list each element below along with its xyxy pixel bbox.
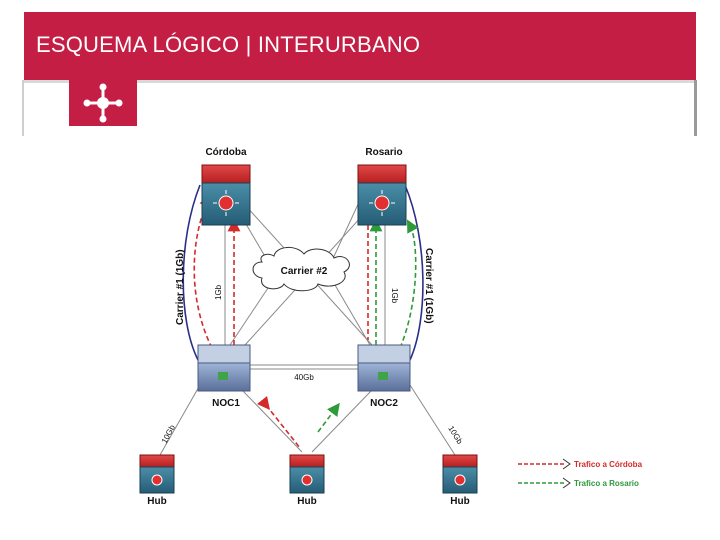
noc1-router: NOC1 xyxy=(197,344,251,409)
link-left-1gb-label: 1Gb xyxy=(214,284,223,300)
legend: Trafico a Córdoba Trafico a Rosario xyxy=(518,458,643,489)
noc2-router: NOC2 xyxy=(357,344,411,409)
rosario-switch: Rosario xyxy=(357,147,407,226)
right-shadow xyxy=(694,80,697,136)
header-shadow xyxy=(24,80,696,83)
link-right-1gb-label: 1Gb xyxy=(390,288,399,304)
page-title: ESQUEMA LÓGICO | INTERURBANO xyxy=(36,32,421,57)
green-traffic-paths xyxy=(317,218,419,433)
rosario-label: Rosario xyxy=(365,147,402,158)
cordoba-label: Córdoba xyxy=(205,147,247,158)
noc1-label: NOC1 xyxy=(212,398,240,409)
hub-right-label: Hub xyxy=(450,496,469,507)
logo xyxy=(69,80,137,126)
carrier1-right-label: Carrier #1 (1Gb) xyxy=(423,248,434,324)
link-hub-left-label: 10Gb xyxy=(160,423,177,445)
mesh-links xyxy=(159,199,456,456)
title-bar: ESQUEMA LÓGICO | INTERURBANO xyxy=(24,12,696,80)
red-traffic-paths xyxy=(193,194,369,449)
carrier2-cloud: Carrier #2 xyxy=(252,247,350,292)
hub-left: Hub xyxy=(139,454,175,507)
link-hub-right-label: 10Gb xyxy=(446,424,464,446)
cloud-label: Carrier #2 xyxy=(281,266,328,277)
hub-left-label: Hub xyxy=(147,496,166,507)
legend-red-label: Trafico a Córdoba xyxy=(574,460,643,469)
link-noc-40gb-label: 40Gb xyxy=(294,373,314,382)
left-shadow xyxy=(22,80,24,136)
network-hub-icon xyxy=(83,83,123,123)
noc2-label: NOC2 xyxy=(370,398,398,409)
carrier1-links xyxy=(182,184,424,361)
hub-right: Hub xyxy=(442,454,478,507)
hub-center-label: Hub xyxy=(297,496,316,507)
carrier1-left-label: Carrier #1 (1Gb) xyxy=(175,249,186,325)
legend-green-label: Trafico a Rosario xyxy=(574,479,639,488)
cordoba-switch: Córdoba xyxy=(201,147,251,226)
hub-center: Hub xyxy=(289,454,325,507)
